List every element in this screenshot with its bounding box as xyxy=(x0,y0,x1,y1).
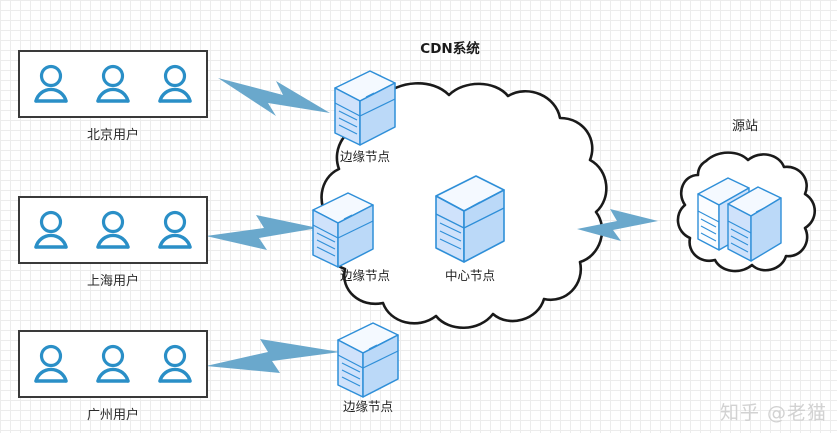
user-group-box-beijing xyxy=(18,50,208,118)
edge-node-2-server-icon xyxy=(312,192,374,268)
origin-server-front xyxy=(727,186,782,262)
origin-station-label: 源站 xyxy=(731,119,758,134)
edge-node-2-label: 边缘节点 xyxy=(339,268,390,283)
cdn-system-title: CDN系统 xyxy=(420,41,480,57)
center-node-label: 中心节点 xyxy=(444,268,495,283)
user-group-label-beijing: 北京用户 xyxy=(86,128,139,143)
flow-arrow-cdn-to-origin xyxy=(577,209,658,241)
center-node-server-icon xyxy=(435,175,505,263)
user-icon xyxy=(34,344,68,383)
edge-node-1-server-icon xyxy=(334,70,396,146)
edge-node-1-label: 边缘节点 xyxy=(339,149,390,164)
user-icon xyxy=(158,210,192,249)
user-icon xyxy=(34,64,68,103)
flow-arrow-shanghai xyxy=(206,215,318,250)
user-icon xyxy=(158,64,192,103)
user-group-label-shanghai: 上海用户 xyxy=(86,274,139,289)
edge-node-3-label: 边缘节点 xyxy=(342,399,393,414)
user-icon xyxy=(96,344,130,383)
flow-arrow-beijing xyxy=(218,78,330,116)
user-group-box-guangzhou xyxy=(18,330,208,398)
edge-node-3-server-icon xyxy=(337,322,399,398)
flow-arrow-guangzhou xyxy=(206,339,340,373)
user-icon xyxy=(96,210,130,249)
user-icon xyxy=(34,210,68,249)
watermark: 知乎 @老猫 xyxy=(719,402,827,424)
origin-station-server-icons xyxy=(697,177,782,262)
user-icon xyxy=(158,344,192,383)
user-icon xyxy=(96,64,130,103)
user-group-label-guangzhou: 广州用户 xyxy=(86,408,139,423)
user-group-box-shanghai xyxy=(18,196,208,264)
